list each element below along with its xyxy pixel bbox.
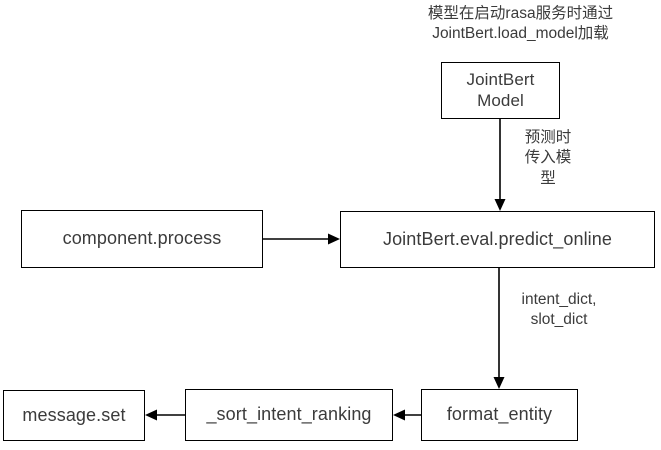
node-sort-intent-ranking[interactable]: _sort_intent_ranking (185, 389, 393, 441)
node-message-set[interactable]: message.set (3, 390, 145, 441)
edge-sort-intent-to-message-set (145, 409, 185, 421)
annotation-predict-pass-model-note: 预测时 传入模 型 (524, 129, 572, 187)
annotation-dicts-note: intent_dict, slot_dict (521, 291, 597, 329)
node-jointbert-model[interactable]: JointBert Model (441, 62, 560, 119)
edge-predict-to-format-entity (493, 268, 505, 389)
node-predict-online[interactable]: JointBert.eval.predict_online (340, 211, 655, 268)
annotation-load-model-note: 模型在启动rasa服务时通过 JointBert.load_model加载 (427, 5, 614, 43)
edge-model-to-predict (494, 119, 506, 211)
node-component-process[interactable]: component.process (21, 210, 263, 268)
edge-component-to-predict (263, 233, 340, 245)
node-format-entity[interactable]: format_entity (421, 389, 578, 441)
edge-format-entity-to-sort-intent (393, 409, 421, 421)
